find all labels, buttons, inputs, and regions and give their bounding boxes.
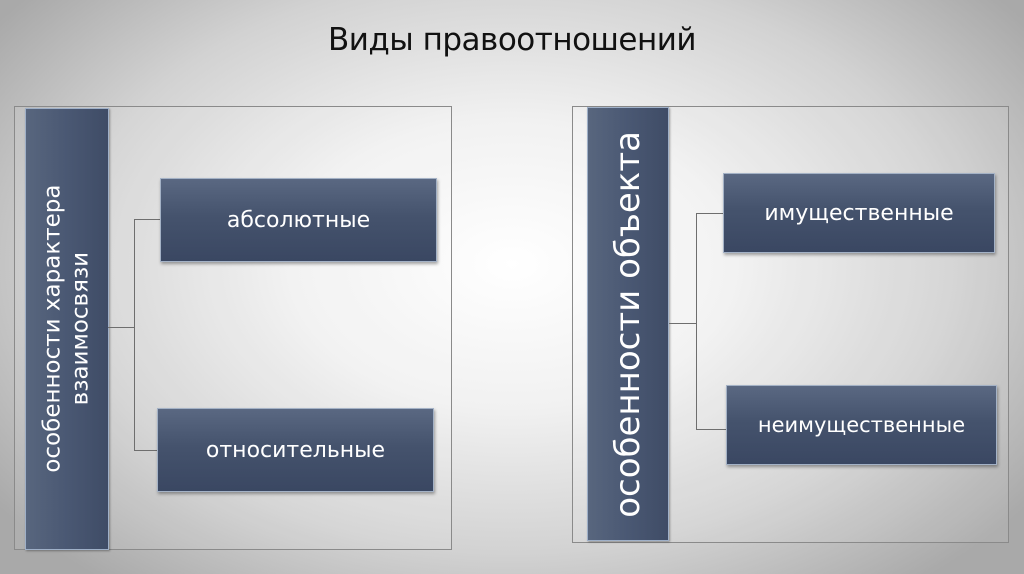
node-absolute-label: абсолютные — [226, 207, 371, 233]
right-header-bar: особенности объекта — [587, 107, 669, 541]
right-connector-branch-2 — [696, 429, 726, 430]
left-header-line1: особенности характера — [39, 184, 66, 474]
node-relative: относительные — [157, 408, 434, 492]
node-non-property-label: неимущественные — [757, 413, 966, 437]
slide-title: Виды правоотношений — [327, 22, 697, 58]
left-header-bar: особенности характера взаимосвязи — [25, 108, 109, 550]
right-connector-trunk — [696, 213, 697, 430]
right-connector-stem — [669, 323, 697, 324]
right-connector-branch-1 — [696, 213, 723, 214]
node-relative-label: относительные — [205, 437, 386, 463]
right-header-line1: особенности объекта — [607, 130, 648, 518]
left-connector-branch-1 — [134, 219, 160, 220]
left-connector-stem — [108, 327, 135, 328]
right-header-text: особенности объекта — [608, 131, 649, 518]
node-non-property: неимущественные — [726, 385, 997, 465]
left-connector-trunk — [134, 219, 135, 451]
node-property-label: имущественные — [764, 200, 954, 226]
node-absolute: абсолютные — [160, 178, 437, 262]
left-header-text: особенности характера взаимосвязи — [39, 185, 94, 473]
node-property: имущественные — [723, 173, 995, 253]
left-connector-branch-2 — [134, 450, 158, 451]
left-header-line2: взаимосвязи — [67, 252, 94, 406]
